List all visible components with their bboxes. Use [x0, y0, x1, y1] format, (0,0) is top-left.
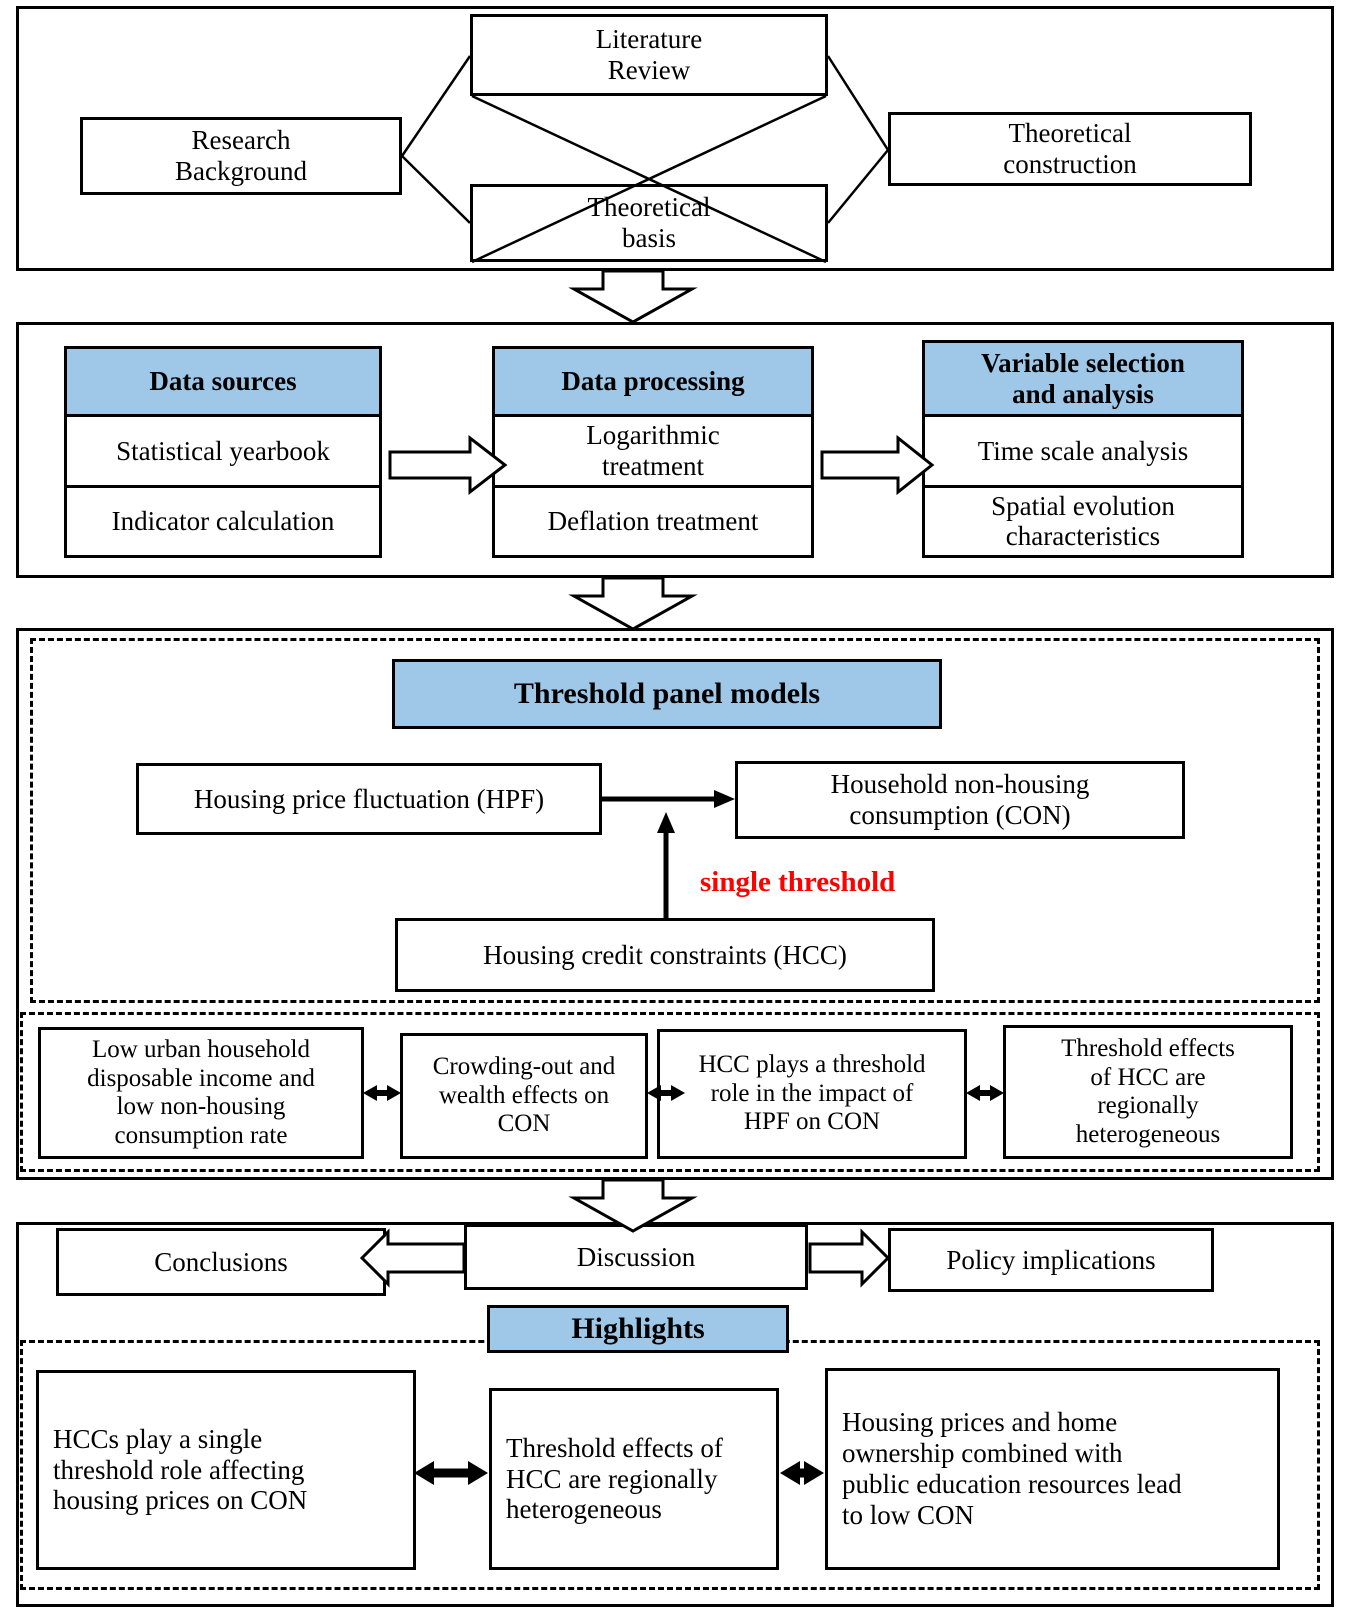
box-conclusions: Conclusions: [56, 1228, 386, 1296]
block-arrow-down-2: [568, 576, 698, 631]
cell-time-scale-analysis: Time scale analysis: [925, 417, 1241, 488]
block-arrow-down-1: [568, 269, 698, 324]
group-header-data-sources: Data sources: [67, 349, 379, 417]
box-hcc: Housing credit constraints (HCC): [395, 918, 935, 992]
cell-statistical-yearbook: Statistical yearbook: [67, 417, 379, 488]
label-single-threshold: single threshold: [700, 866, 896, 898]
box-hpf: Housing price fluctuation (HPF): [136, 763, 602, 835]
cell-indicator-calculation: Indicator calculation: [111, 506, 335, 536]
group-data-sources: Data sources Statistical yearbook Indica…: [64, 346, 382, 558]
cell-deflation-treatment: Deflation treatment: [547, 506, 759, 536]
box-policy-implications: Policy implications: [888, 1228, 1214, 1292]
box-highlights-title: Highlights: [487, 1305, 789, 1353]
group-header-data-processing: Data processing: [495, 349, 811, 417]
section-3-model-dashed-border: [30, 638, 1320, 1003]
section-3-findings-dashed-border: [20, 1012, 1320, 1172]
box-threshold-panel-models: Threshold panel models: [392, 659, 942, 729]
box-discussion: Discussion: [464, 1224, 808, 1290]
